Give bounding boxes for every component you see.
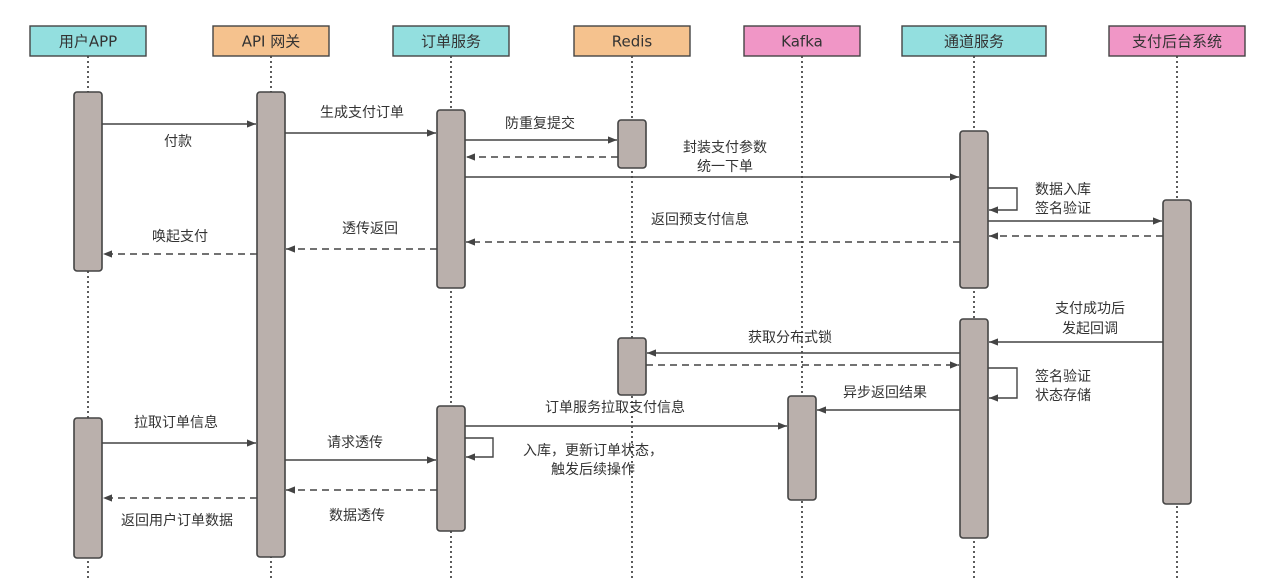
participant-box <box>573 25 691 57</box>
participant-headers: 用户APP API 网关 订单服务 Redis Kafka 通道服务 支付后台系统 <box>29 25 1246 57</box>
message: 异步返回结果 <box>817 385 960 414</box>
message-label: 请求透传 <box>327 435 383 451</box>
activation-bar-channel <box>959 318 989 539</box>
self-message-arrow <box>465 437 494 461</box>
message-label: 入库，更新订单状态， <box>523 443 663 459</box>
message-label: 发起回调 <box>1062 321 1118 337</box>
participant-box <box>29 25 147 57</box>
activation-bar-app <box>73 417 103 559</box>
message-label: 统一下单 <box>697 159 753 175</box>
message-label: 触发后续操作 <box>551 461 635 478</box>
participant-app: 用户APP <box>29 25 147 57</box>
participant-gw: API 网关 <box>212 25 330 57</box>
participant-channel: 通道服务 <box>901 25 1047 57</box>
participant-kafka: Kafka <box>743 25 861 57</box>
message-label: 获取分布式锁 <box>748 330 832 346</box>
participant-label: 支付后台系统 <box>1132 33 1222 51</box>
message: 返回用户订单数据 <box>103 494 257 529</box>
participant-label: Redis <box>612 33 653 51</box>
message-label: 数据入库 <box>1035 182 1091 198</box>
message-label: 订单服务拉取支付信息 <box>545 399 685 416</box>
messages: 付款生成支付订单防重复提交封装支付参数统一下单数据入库签名验证返回预支付信息透传… <box>102 105 1163 529</box>
message: 数据透传 <box>286 486 437 524</box>
message-label: 返回预支付信息 <box>651 211 749 228</box>
message: 获取分布式锁 <box>647 330 960 357</box>
message-label: 拉取订单信息 <box>134 414 218 431</box>
message: 请求透传 <box>285 435 436 464</box>
activation-bar-channel <box>959 130 989 289</box>
message-label: 签名验证 <box>1035 368 1091 385</box>
message: 拉取订单信息 <box>102 414 256 447</box>
message-label: 透传返回 <box>342 221 398 237</box>
self-message-arrow <box>988 367 1018 402</box>
activation-bar-backend <box>1162 199 1192 505</box>
participant-backend: 支付后台系统 <box>1108 25 1246 57</box>
activation-bar-kafka <box>787 395 817 501</box>
participant-box <box>392 25 510 57</box>
message-label: 数据透传 <box>329 508 385 524</box>
message: 防重复提交 <box>465 115 617 144</box>
self-message-arrow <box>988 187 1018 214</box>
participant-order: 订单服务 <box>392 25 510 57</box>
activation-bar-gw <box>256 91 286 558</box>
activation-bar-redis <box>617 337 647 396</box>
participant-box <box>743 25 861 57</box>
message-label: 付款 <box>164 134 192 150</box>
activation-bar-app <box>73 91 103 272</box>
message: 透传返回 <box>286 221 437 253</box>
message: 唤起支付 <box>103 228 257 258</box>
activation-bar-order <box>436 405 466 532</box>
activation-bar-redis <box>617 119 647 169</box>
participant-label: API 网关 <box>242 33 301 51</box>
message-label: 唤起支付 <box>152 228 208 245</box>
participant-label: 用户APP <box>59 33 117 51</box>
participant-label: 订单服务 <box>421 33 481 51</box>
message-label: 防重复提交 <box>505 115 575 132</box>
message-label: 返回用户订单数据 <box>121 512 233 529</box>
message: 订单服务拉取支付信息 <box>465 399 787 430</box>
message-label: 封装支付参数 <box>683 139 767 156</box>
activation-bar-order <box>436 109 466 289</box>
message: 生成支付订单 <box>285 105 436 137</box>
message: 返回预支付信息 <box>466 211 960 246</box>
message-label: 签名验证 <box>1035 200 1091 217</box>
participant-redis: Redis <box>573 25 691 57</box>
message-label: 支付成功后 <box>1055 301 1125 317</box>
message: 入库，更新订单状态， 触发后续操作 <box>465 437 663 478</box>
participant-label: 通道服务 <box>944 33 1004 51</box>
participant-label: Kafka <box>781 33 823 51</box>
message-label: 异步返回结果 <box>843 385 927 401</box>
message-label: 生成支付订单 <box>320 105 404 121</box>
participant-box <box>212 25 330 57</box>
message: 付款 <box>102 120 256 150</box>
message-label: 状态存储 <box>1035 388 1091 404</box>
participant-box <box>901 25 1047 57</box>
participant-box <box>1108 25 1246 57</box>
activation-bars <box>73 91 1192 559</box>
